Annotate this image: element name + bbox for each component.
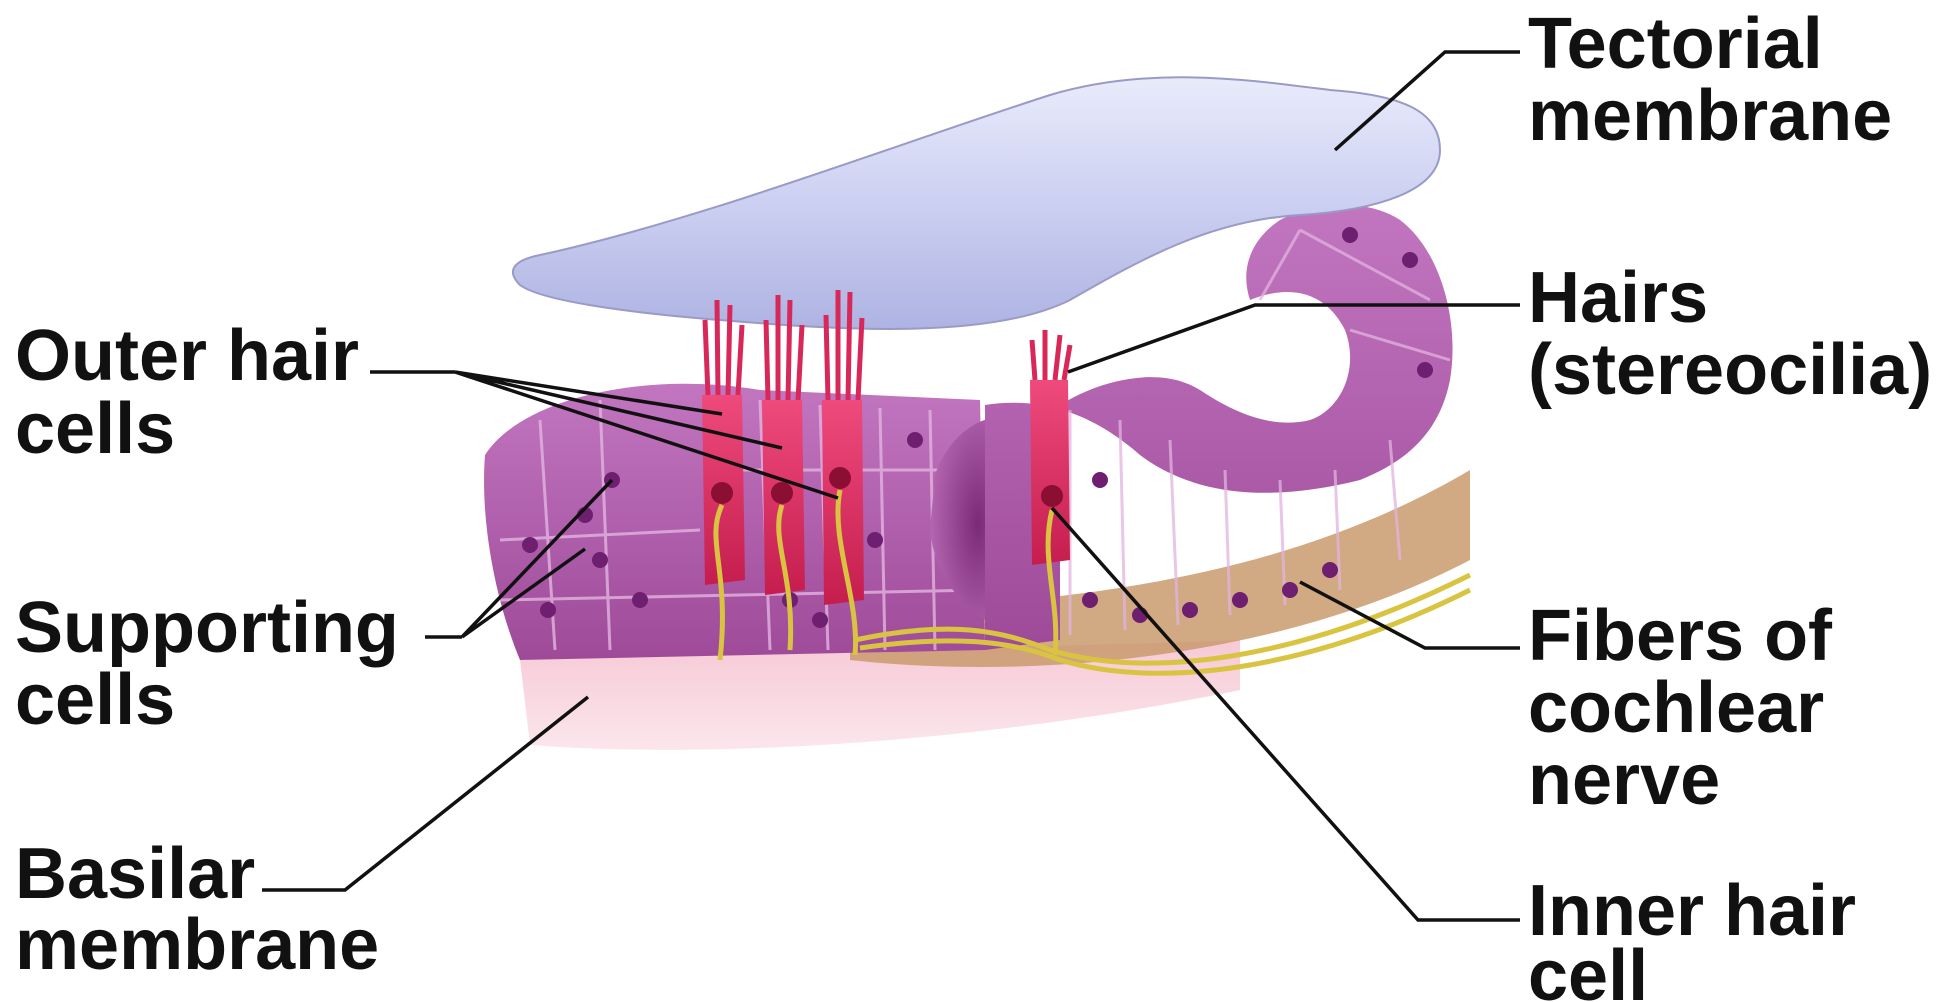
label-inner-hair-cell: Inner hair cell — [1528, 871, 1876, 1002]
label-fibers-cochlear-nerve: Fibers of cochlear nerve — [1528, 596, 1852, 820]
label-hairs-stereocilia: Hairs (stereocilia) — [1528, 258, 1932, 410]
label-supporting-cells: Supporting cells — [15, 588, 419, 740]
label-tectorial-membrane: Tectorial membrane — [1528, 4, 1892, 156]
label-outer-hair-cells: Outer hair cells — [15, 316, 379, 469]
label-basilar-membrane: Basilar membrane — [15, 834, 379, 985]
